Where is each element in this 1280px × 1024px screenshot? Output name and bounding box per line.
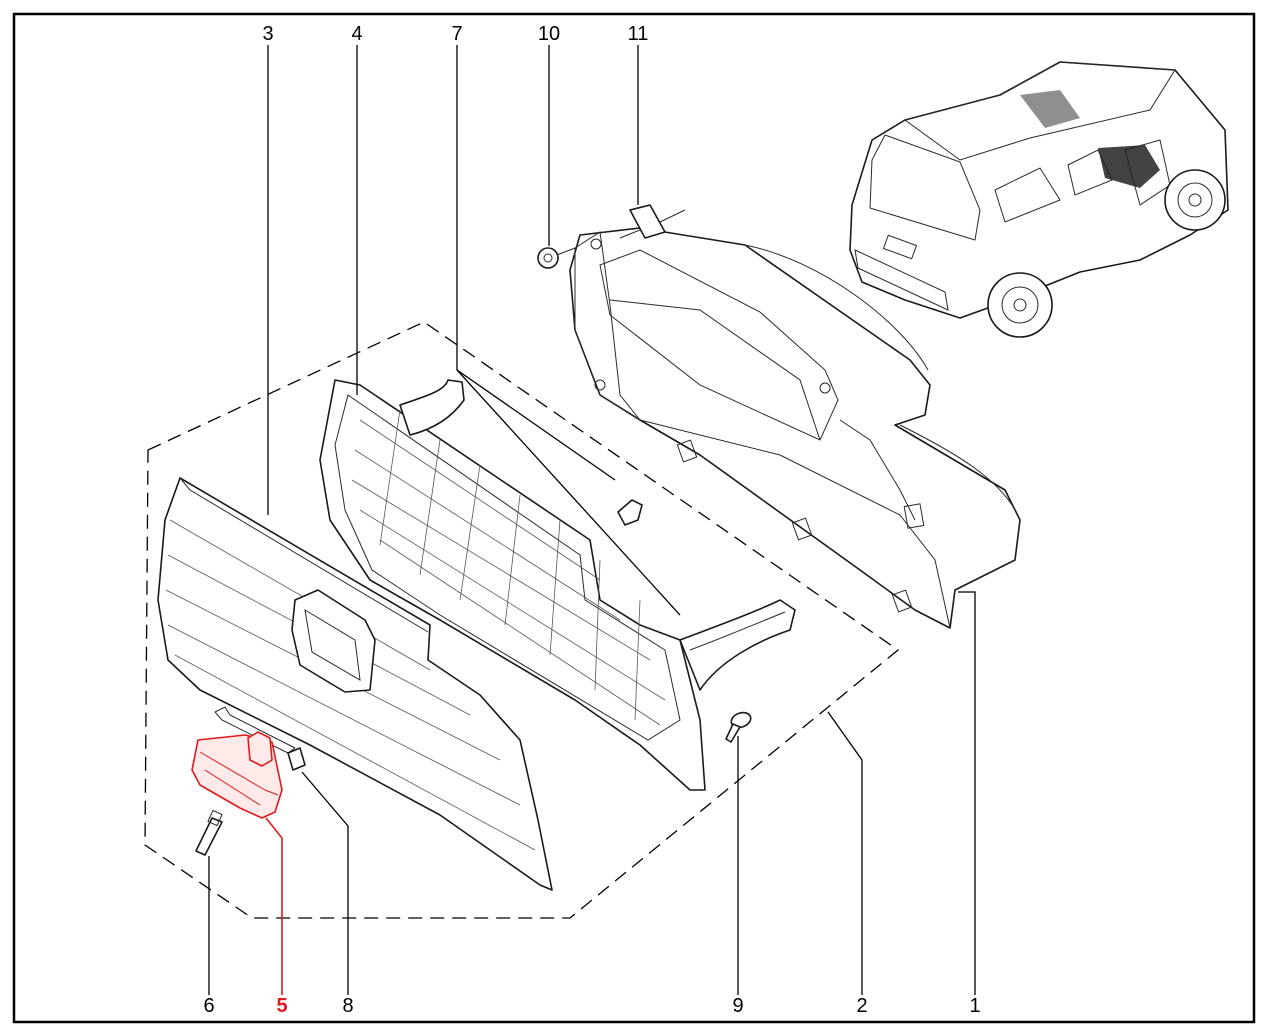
callout-1: 1 xyxy=(969,995,980,1017)
part-5-glovebox-lamp xyxy=(191,731,283,819)
part-8-bracket xyxy=(214,706,306,771)
part-10-clip-nut xyxy=(537,247,576,269)
callout-7: 7 xyxy=(451,23,462,45)
part-9-screw xyxy=(725,711,752,743)
callout-8: 8 xyxy=(342,995,353,1017)
callout-3: 3 xyxy=(262,23,273,45)
callout-5: 5 xyxy=(276,995,287,1017)
callout-labels: 3 4 7 10 11 6 5 8 9 2 1 xyxy=(203,23,980,1017)
leader-lines xyxy=(208,45,976,995)
part-1-glovebox-body xyxy=(569,227,1021,629)
callout-4: 4 xyxy=(351,23,362,45)
callout-9: 9 xyxy=(732,995,743,1017)
part-6-bulb xyxy=(195,809,223,856)
vehicle-thumbnail xyxy=(849,61,1229,338)
callout-10: 10 xyxy=(538,23,560,45)
callout-2: 2 xyxy=(856,995,867,1017)
diagram-frame xyxy=(12,12,1256,1024)
part-3-outer-lid xyxy=(157,477,553,891)
callout-11: 11 xyxy=(628,23,649,45)
part-4-inner-lid-panel xyxy=(319,379,796,791)
callout-6: 6 xyxy=(203,995,214,1017)
part-11-spring-clip xyxy=(619,204,686,239)
assembly-boundary-2 xyxy=(144,321,900,919)
